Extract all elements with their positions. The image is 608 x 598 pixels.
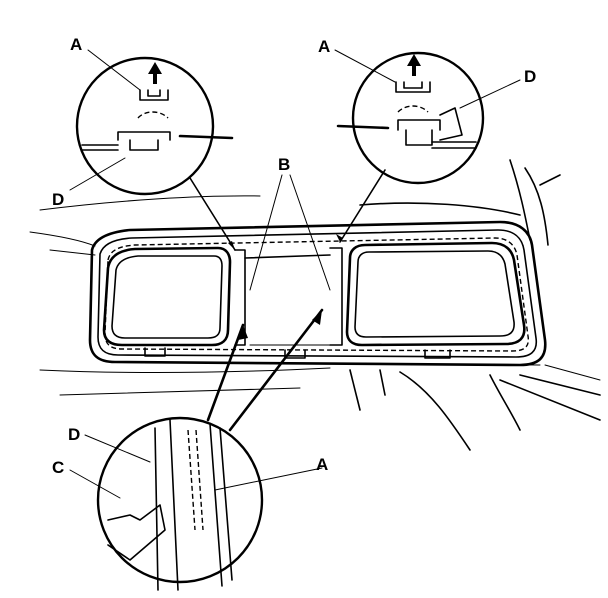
label-a-top-right: A — [318, 37, 330, 56]
callout-top-left — [75, 56, 234, 196]
clip-c-bottom — [107, 504, 166, 561]
clip-a-top-left — [139, 89, 169, 101]
clip-a-top-right — [395, 81, 431, 93]
callout-top-right — [336, 51, 485, 185]
label-b: B — [278, 155, 290, 174]
bottom-rail-clips — [109, 347, 541, 366]
center-slider-section — [234, 247, 343, 346]
label-a-bottom: A — [316, 455, 328, 474]
rear-window-frame — [88, 220, 547, 367]
vehicle-body-lines — [29, 159, 601, 451]
label-d-top-left: D — [52, 190, 64, 209]
label-a-top-left: A — [70, 35, 82, 54]
leader-lines — [69, 49, 521, 499]
label-c: C — [52, 458, 64, 477]
label-d-bottom: D — [68, 425, 80, 444]
arrow-up-icon-right — [407, 54, 421, 76]
clip-d-top-left — [117, 131, 171, 141]
callout-bottom — [96, 416, 264, 591]
clip-d-top-right — [397, 119, 441, 131]
arrow-up-icon — [148, 62, 162, 84]
label-d-top-right: D — [524, 67, 536, 86]
right-window-pane — [345, 241, 526, 347]
callout-labels: A D A D B D C A — [52, 35, 536, 477]
left-window-pane — [102, 246, 232, 347]
